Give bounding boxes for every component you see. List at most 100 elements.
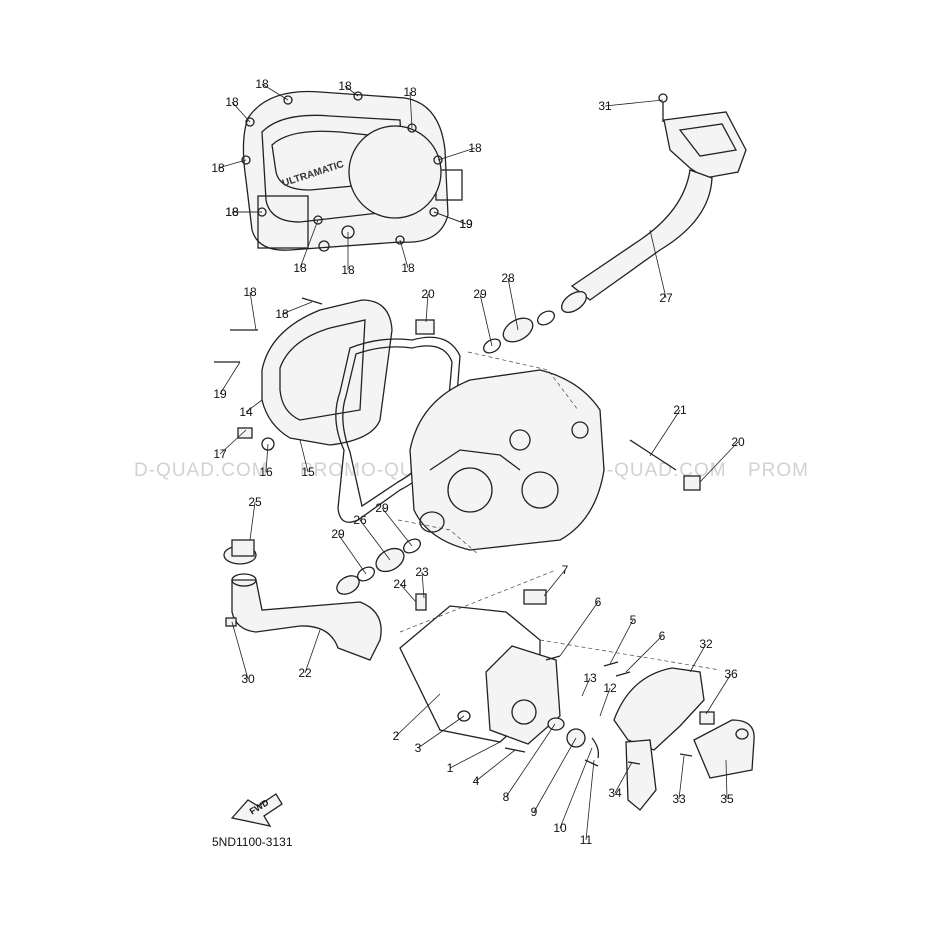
leader-line: [433, 211, 467, 225]
callout-number: 34: [608, 786, 622, 800]
callout-number: 18: [225, 205, 239, 219]
leader-line: [261, 83, 289, 101]
callout-number: 1: [447, 761, 454, 775]
watermark-segment-1: D-QUAD.COM: [134, 460, 269, 481]
callout-number: 28: [501, 271, 515, 285]
watermark-segment-4: PROM: [748, 460, 809, 481]
callout-number: 18: [341, 263, 355, 277]
leader-line: [599, 687, 611, 717]
leader-line: [219, 429, 247, 455]
callout-number: 6: [595, 595, 602, 609]
callout-number: 19: [459, 217, 473, 231]
callout-number: 18: [275, 307, 289, 321]
callout-number: 35: [720, 792, 734, 806]
callout-number: 32: [699, 637, 713, 651]
fasteners: [214, 297, 701, 627]
leader-line: [425, 293, 429, 323]
callout-number: 3: [415, 741, 422, 755]
callout-number: 18: [401, 261, 415, 275]
callout-number: 27: [659, 291, 673, 305]
leader-line: [533, 737, 577, 813]
leader-line: [417, 715, 465, 749]
leader-line: [625, 635, 663, 673]
leader-line: [507, 277, 519, 331]
leader-line: [245, 399, 263, 413]
callout-number: 9: [531, 805, 538, 819]
callout-number: 29: [331, 527, 345, 541]
leader-line: [705, 673, 732, 715]
callout-number: 12: [603, 681, 617, 695]
leader-line: [725, 759, 728, 800]
callout-number: 18: [293, 261, 307, 275]
leader-line: [304, 629, 321, 674]
leader-line: [689, 643, 707, 673]
callout-number: 20: [731, 435, 745, 449]
callout-number: 25: [248, 495, 262, 509]
outer-crankcase-cover: ULTRAMATIC: [241, 90, 463, 252]
air-duct-lower: [223, 545, 382, 661]
leader-line: [337, 533, 367, 575]
leader-line: [399, 239, 409, 269]
leader-line: [475, 749, 516, 782]
guard-and-plate: [545, 655, 755, 811]
callout-number: 18: [403, 85, 417, 99]
callout-number: 21: [673, 403, 687, 417]
alignment-lines: [397, 351, 721, 671]
callout-number: 29: [473, 287, 487, 301]
leader-line: [614, 761, 633, 794]
fwd-arrow-icon: FWD: [230, 793, 283, 827]
callout-number: 10: [553, 821, 567, 835]
callout-number: 22: [298, 666, 312, 680]
callout-number: 18: [468, 141, 482, 155]
leader-line: [699, 441, 739, 483]
callout-number: 2: [393, 729, 400, 743]
callout-number: 24: [393, 577, 407, 591]
leader-line: [344, 85, 359, 97]
leader-line: [585, 759, 595, 841]
callout-number: 13: [583, 671, 597, 685]
callout-number: 23: [415, 565, 429, 579]
air-duct-upper: [560, 93, 747, 314]
leader-line: [359, 519, 391, 561]
leader-lines: [217, 83, 739, 841]
leader-line: [479, 293, 493, 347]
leader-line: [678, 755, 685, 800]
crankcase: [409, 369, 605, 551]
leader-line: [249, 501, 256, 541]
callout-number: 18: [243, 285, 257, 299]
leader-line: [231, 621, 249, 680]
leader-line: [437, 147, 476, 161]
callout-number: 8: [503, 790, 510, 804]
callout-number: 31: [598, 99, 612, 113]
callout-number: 6: [659, 629, 666, 643]
callout-number: 7: [562, 563, 569, 577]
leader-line: [265, 443, 269, 473]
leader-line: [299, 219, 319, 269]
callout-number: 15: [301, 465, 315, 479]
callout-number: 33: [672, 792, 686, 806]
leader-line: [449, 741, 501, 769]
leader-line: [281, 301, 313, 315]
leader-line: [604, 99, 664, 107]
callout-number: 14: [239, 405, 253, 419]
leader-line: [609, 619, 634, 665]
callout-number: 26: [353, 513, 367, 527]
reference-code: 5ND1100-3131: [212, 835, 293, 849]
leader-line: [649, 229, 667, 299]
bottom-cover: [399, 605, 600, 767]
callout-number: 16: [259, 465, 273, 479]
leader-line: [231, 101, 251, 123]
callout-number: 18: [225, 205, 239, 219]
leader-line: [299, 439, 309, 473]
callout-number: 5: [630, 613, 637, 627]
leader-line: [559, 747, 593, 829]
leader-line: [395, 693, 441, 737]
callout-number: 20: [421, 287, 435, 301]
leader-line: [543, 569, 566, 597]
leader-line: [559, 601, 599, 657]
leader-line: [399, 583, 417, 603]
callout-number: 18: [211, 161, 225, 175]
